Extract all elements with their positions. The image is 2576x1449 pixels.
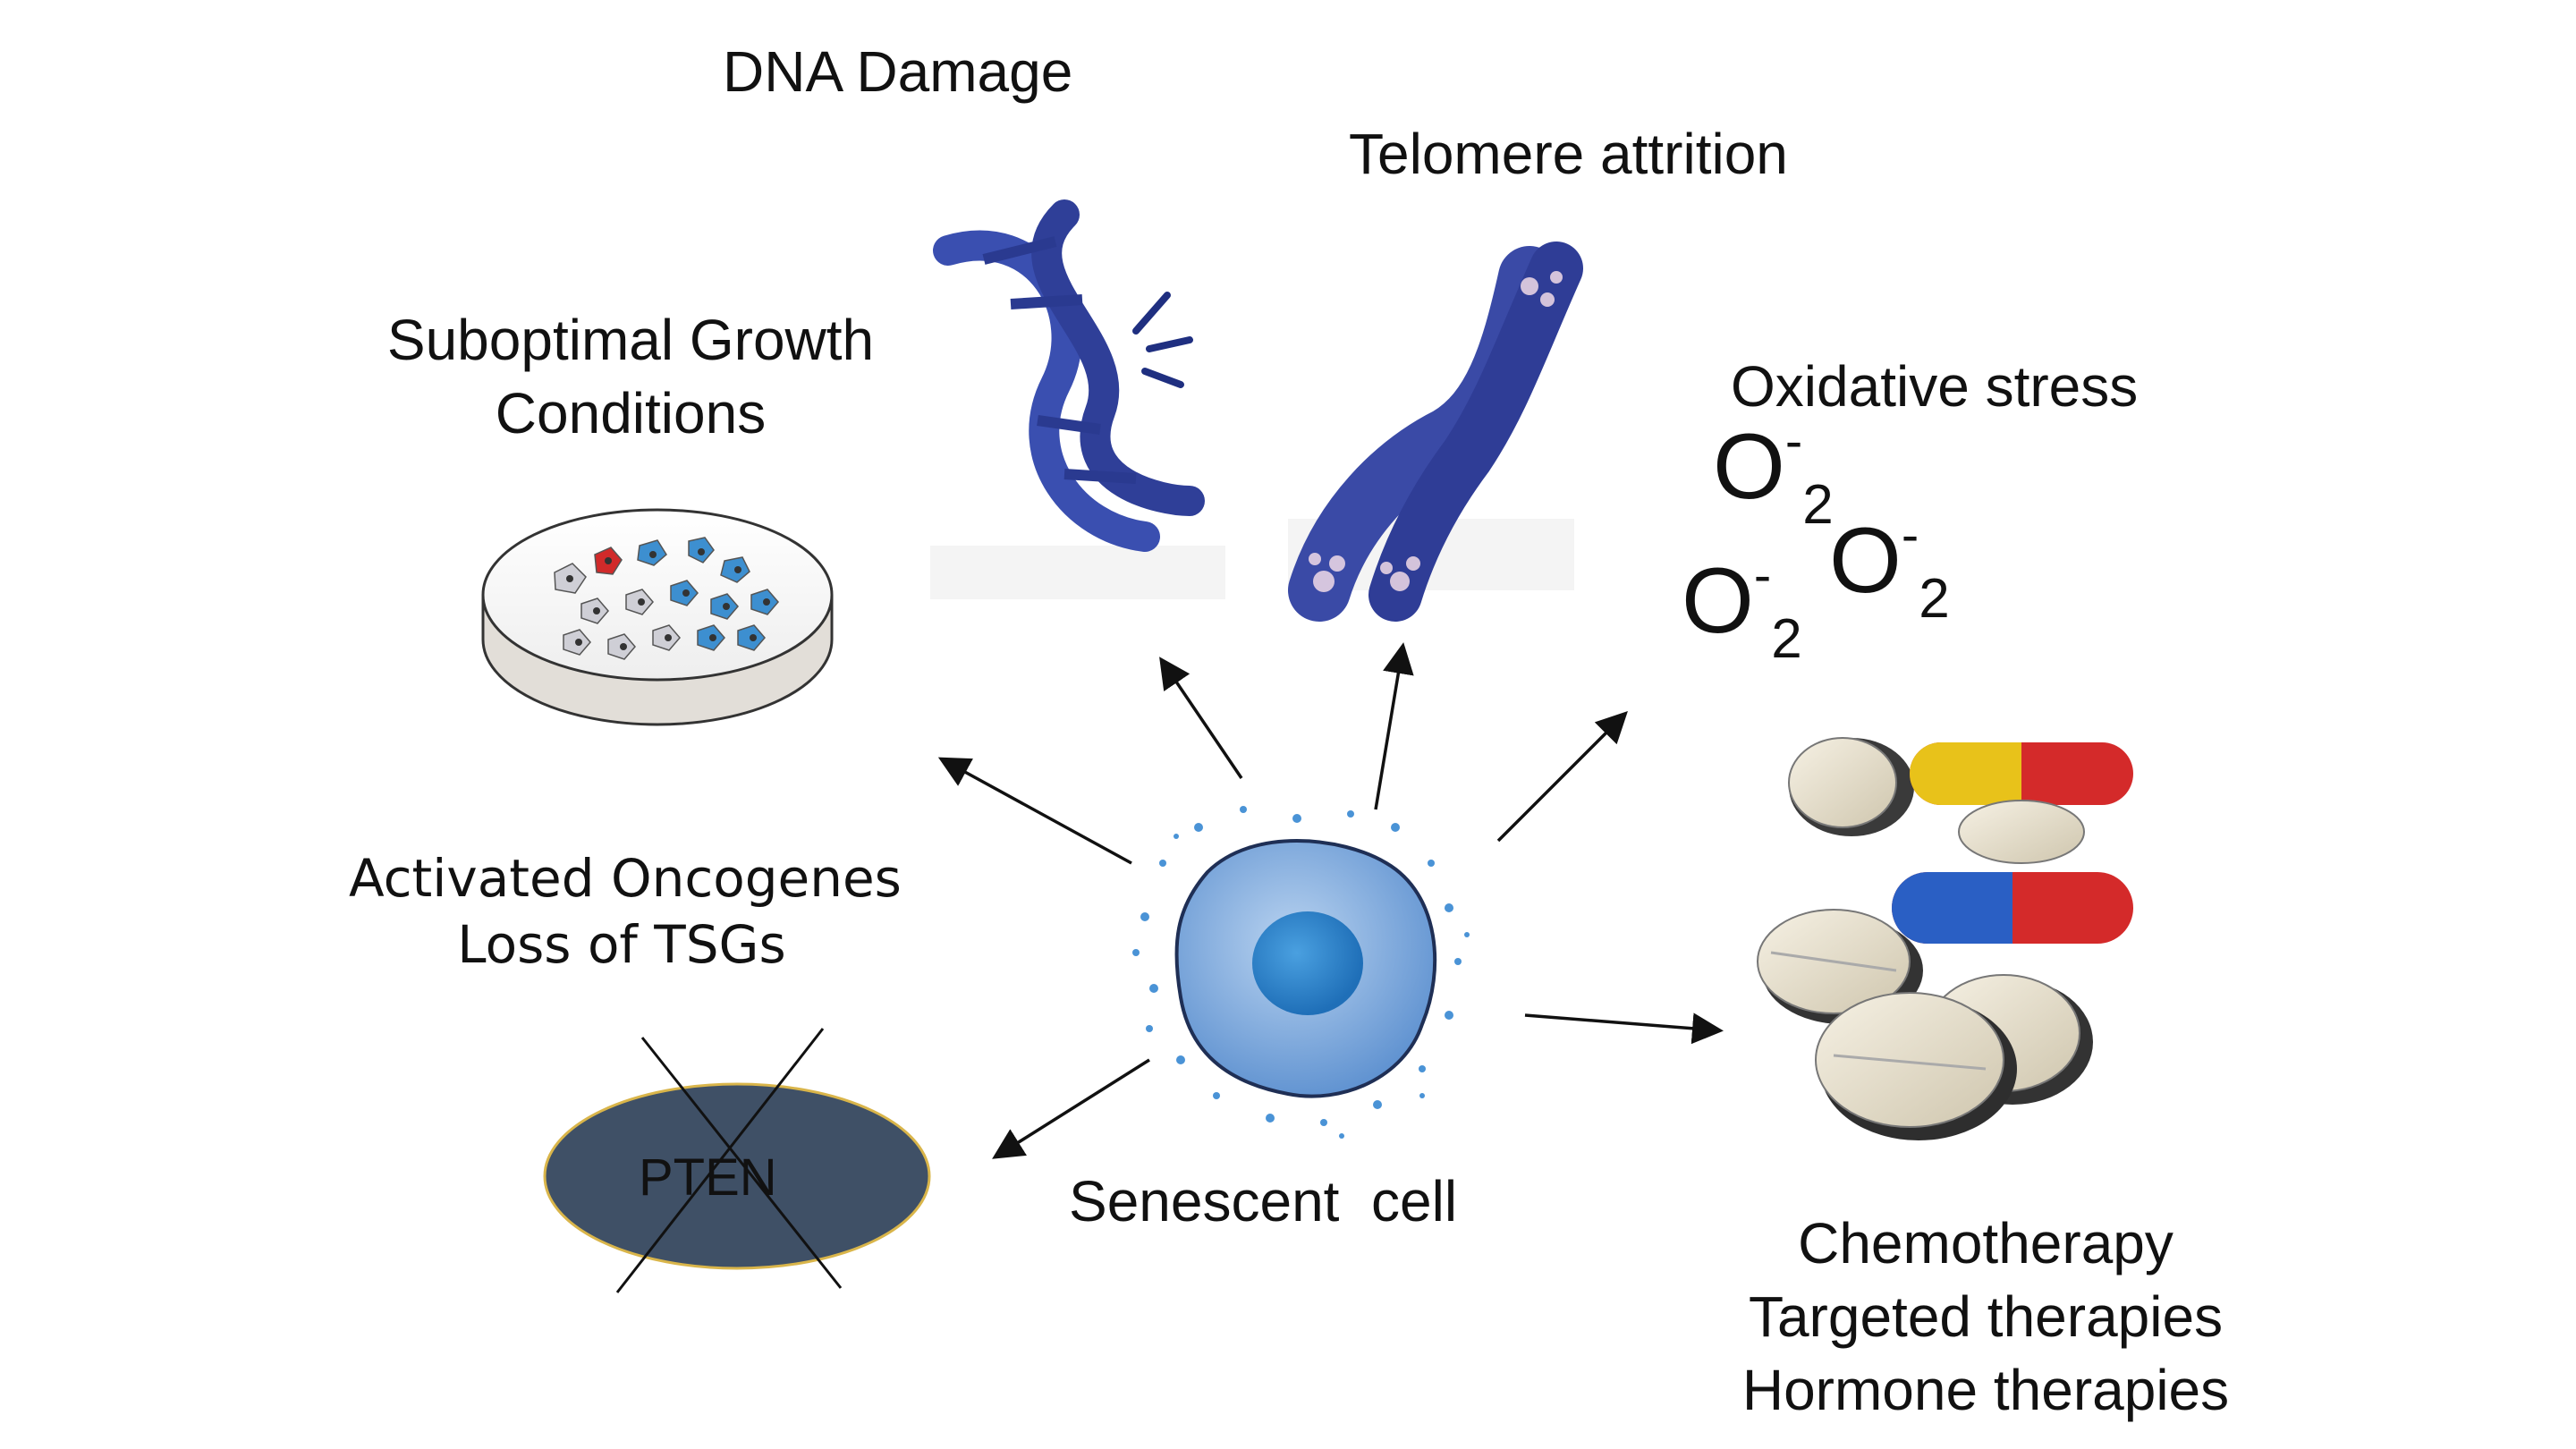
petri-dish-icon — [481, 508, 834, 726]
cell-icon — [1132, 806, 1470, 1139]
arrow-to-telomere — [1374, 642, 1414, 810]
pills-icon — [1757, 737, 2133, 1140]
oxygen-radical-2: O-2 — [1829, 506, 1950, 630]
arrow-to-therapies — [1524, 1013, 1724, 1045]
pten-protein-icon — [543, 1028, 931, 1293]
label-dna-damage: DNA Damage — [723, 39, 1073, 104]
label-chemotherapy: Chemotherapy — [1798, 1211, 2174, 1275]
label-oxidative-stress: Oxidative stress — [1731, 354, 2139, 419]
label-oncogenes-line2: Loss of TSGs — [457, 914, 786, 976]
chromosome-icon — [1288, 242, 1583, 622]
arrows — [937, 642, 1724, 1159]
label-suboptimal-growth: Suboptimal Growth Conditions — [367, 304, 894, 451]
label-therapies: Chemotherapy Targeted therapies Hormone … — [1699, 1208, 2272, 1428]
arrow-to-pten — [992, 1058, 1150, 1159]
dna-helix-icon — [930, 199, 1225, 599]
oxygen-radical-1: O-2 — [1713, 412, 1834, 536]
label-activated-oncogenes: Activated Oncogenes Loss of TSGs — [349, 845, 902, 978]
label-suboptimal-line1: Suboptimal Growth — [386, 308, 875, 372]
label-oncogenes-line1: Activated Oncogenes — [349, 848, 902, 909]
label-senescent-cell: Senescent cell — [1069, 1169, 1458, 1233]
pten-label: PTEN — [639, 1148, 777, 1207]
label-telomere-attrition: Telomere attrition — [1349, 122, 1788, 186]
label-suboptimal-line2: Conditions — [495, 380, 767, 445]
arrow-to-dna — [1159, 657, 1243, 779]
oxygen-radical-3: O-2 — [1682, 547, 1802, 670]
arrow-to-suboptimal — [937, 757, 1132, 865]
label-hormone-therapies: Hormone therapies — [1741, 1357, 2230, 1422]
arrow-to-oxidative — [1496, 711, 1628, 843]
label-targeted-therapies: Targeted therapies — [1748, 1284, 2224, 1349]
